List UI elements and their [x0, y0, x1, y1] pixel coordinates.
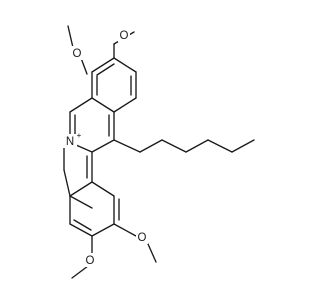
svg-text:O: O — [73, 48, 82, 60]
svg-text:O: O — [120, 30, 129, 42]
ring-b-bond-5 — [75, 144, 93, 153]
ring-d-bond-1 — [91, 181, 115, 197]
methyl-bond-bottom-left — [71, 265, 89, 279]
atom-o-top-left: O — [71, 46, 83, 60]
svg-text:O: O — [86, 255, 95, 267]
hexyl-bond-6 — [231, 139, 255, 153]
ring-a-bond-1 — [113, 57, 137, 73]
ring-d-bond-6 — [69, 181, 93, 197]
ring-d-bond-4b — [73, 219, 92, 231]
ring-d-bond-3 — [91, 223, 115, 237]
hexyl-bond-1 — [113, 139, 141, 153]
structure-canvas: O O N + O O — [63, 25, 255, 279]
svg-text:N: N — [66, 136, 74, 148]
ring-a-bond-6b — [96, 63, 115, 76]
ring-c-bond-2 — [63, 169, 71, 197]
hexyl-bond-5 — [207, 139, 233, 153]
hexyl-bond-2 — [139, 139, 163, 153]
ring-b-bond-4 — [91, 139, 115, 153]
ring-a-bond-6 — [91, 57, 115, 73]
ring-d-bond-4 — [69, 223, 93, 237]
molecule-drawing: O O N + O O — [63, 25, 255, 279]
o-ring-bond-bottom-right — [113, 223, 137, 237]
ring-a-bond-4 — [91, 97, 115, 113]
atom-o-bottom-right: O — [136, 230, 148, 244]
hexyl-bond-4 — [185, 139, 209, 153]
atom-o-bottom-left: O — [84, 253, 96, 267]
hexyl-bond-3 — [161, 139, 187, 153]
svg-text:O: O — [138, 232, 147, 244]
atom-o-top-right: O — [118, 28, 130, 42]
positive-charge: + — [77, 131, 82, 140]
ring-b-bond-1 — [69, 97, 93, 113]
ring-a-bond-3 — [113, 97, 137, 113]
methyl-bond-bottom-right — [147, 243, 157, 263]
o-ring-bond-top-left — [80, 57, 88, 75]
ring-c-bond-3 — [69, 195, 93, 209]
atom-n-ring: N + — [63, 131, 82, 148]
